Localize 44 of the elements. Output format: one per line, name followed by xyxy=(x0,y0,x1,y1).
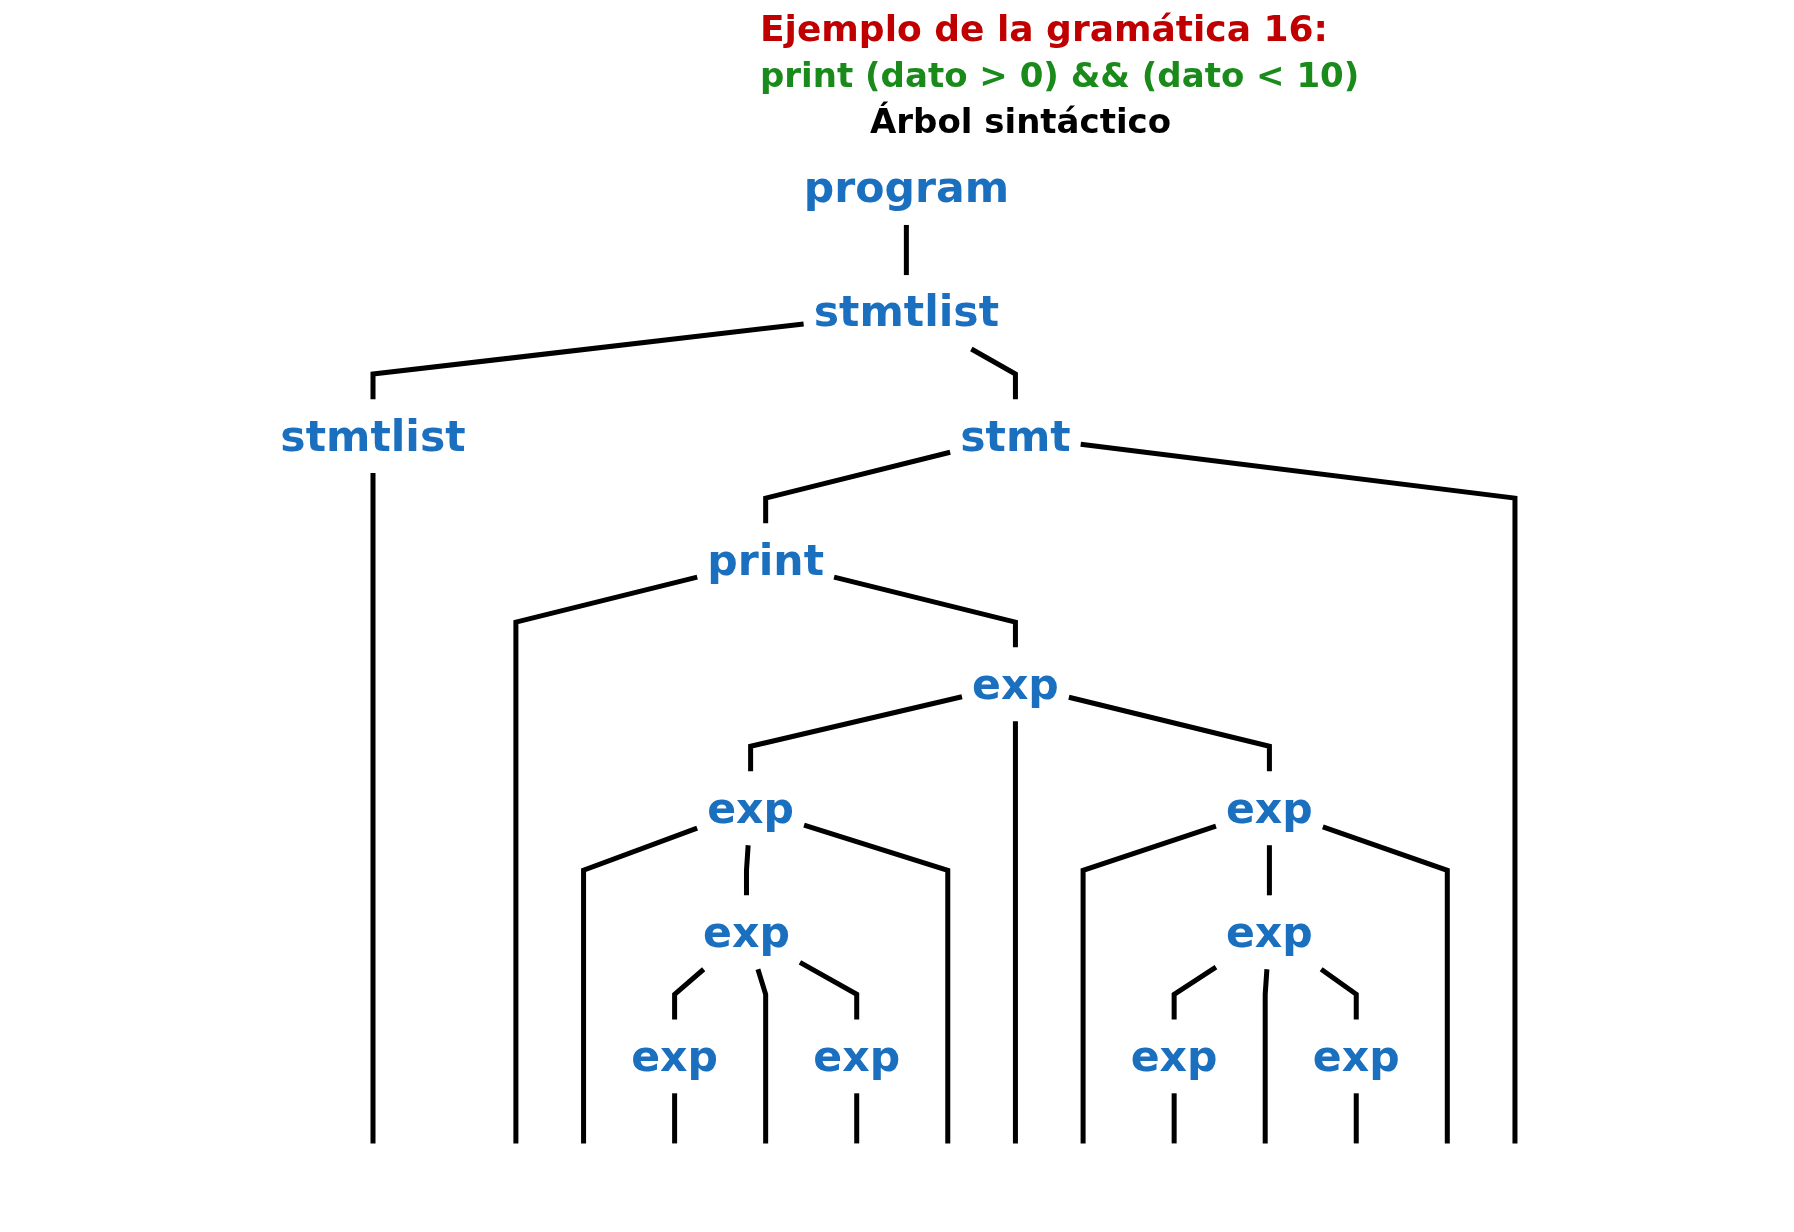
tree-branch-line xyxy=(581,825,699,1144)
tree-node-label: print xyxy=(707,534,825,585)
example-sentence: print (dato > 0) && (dato < 10) xyxy=(760,55,1360,95)
tree-branch-line xyxy=(744,845,751,896)
tree-branch-line xyxy=(763,449,951,524)
tree-node-label: exp xyxy=(1130,1030,1218,1081)
subtitle-text: Árbol sintáctico xyxy=(870,101,1172,141)
tree-branch-line xyxy=(370,321,804,400)
tree-node-label: exp xyxy=(1225,782,1313,833)
tree-node-label: stmtlist xyxy=(813,286,1000,337)
tree-node-label: exp xyxy=(707,782,795,833)
diagram-title: Ejemplo de la gramática 16: xyxy=(760,8,1328,49)
tree-node-label: exp xyxy=(703,906,790,957)
tree-branch-line xyxy=(903,224,909,276)
tree-branch-line xyxy=(803,822,951,1144)
tree-branch-line xyxy=(513,574,698,1144)
tree-branch-line xyxy=(755,968,769,1144)
tree-branch-line xyxy=(1353,1093,1359,1144)
tree-branch-line xyxy=(854,1093,860,1144)
tree-branch-line xyxy=(672,967,706,1020)
tree-branch-line xyxy=(1266,845,1272,896)
tree-branch-line xyxy=(798,960,860,1020)
tree-node-label: exp xyxy=(972,658,1059,709)
tree-node-label: exp xyxy=(1312,1030,1400,1081)
tree-node-label: exp xyxy=(631,1030,719,1081)
tree-node-label: exp xyxy=(813,1030,901,1081)
tree-branch-line xyxy=(672,1093,678,1144)
tree-branch-line xyxy=(370,473,376,1144)
tree-branch-line xyxy=(970,346,1018,400)
tree-branch-line xyxy=(1080,441,1518,1144)
tree-branch-line xyxy=(1012,721,1018,1144)
tree-node-label: exp xyxy=(1225,906,1313,957)
tree-branch-line xyxy=(1319,967,1359,1020)
tree-branch-line xyxy=(1171,1093,1177,1144)
tree-branch-line xyxy=(1068,694,1272,772)
tree-branch-line xyxy=(748,694,963,772)
tree-branch-line xyxy=(1322,824,1450,1144)
tree-node-label: program xyxy=(803,162,1010,213)
tree-branch-line xyxy=(833,574,1018,648)
tree-branch-line xyxy=(1080,823,1217,1144)
tree-node-label: stmtlist xyxy=(280,410,466,461)
tree-node-label: stmt xyxy=(960,410,1071,461)
tree-branch-line xyxy=(1262,969,1270,1144)
tree-branch-line xyxy=(1171,965,1218,1020)
